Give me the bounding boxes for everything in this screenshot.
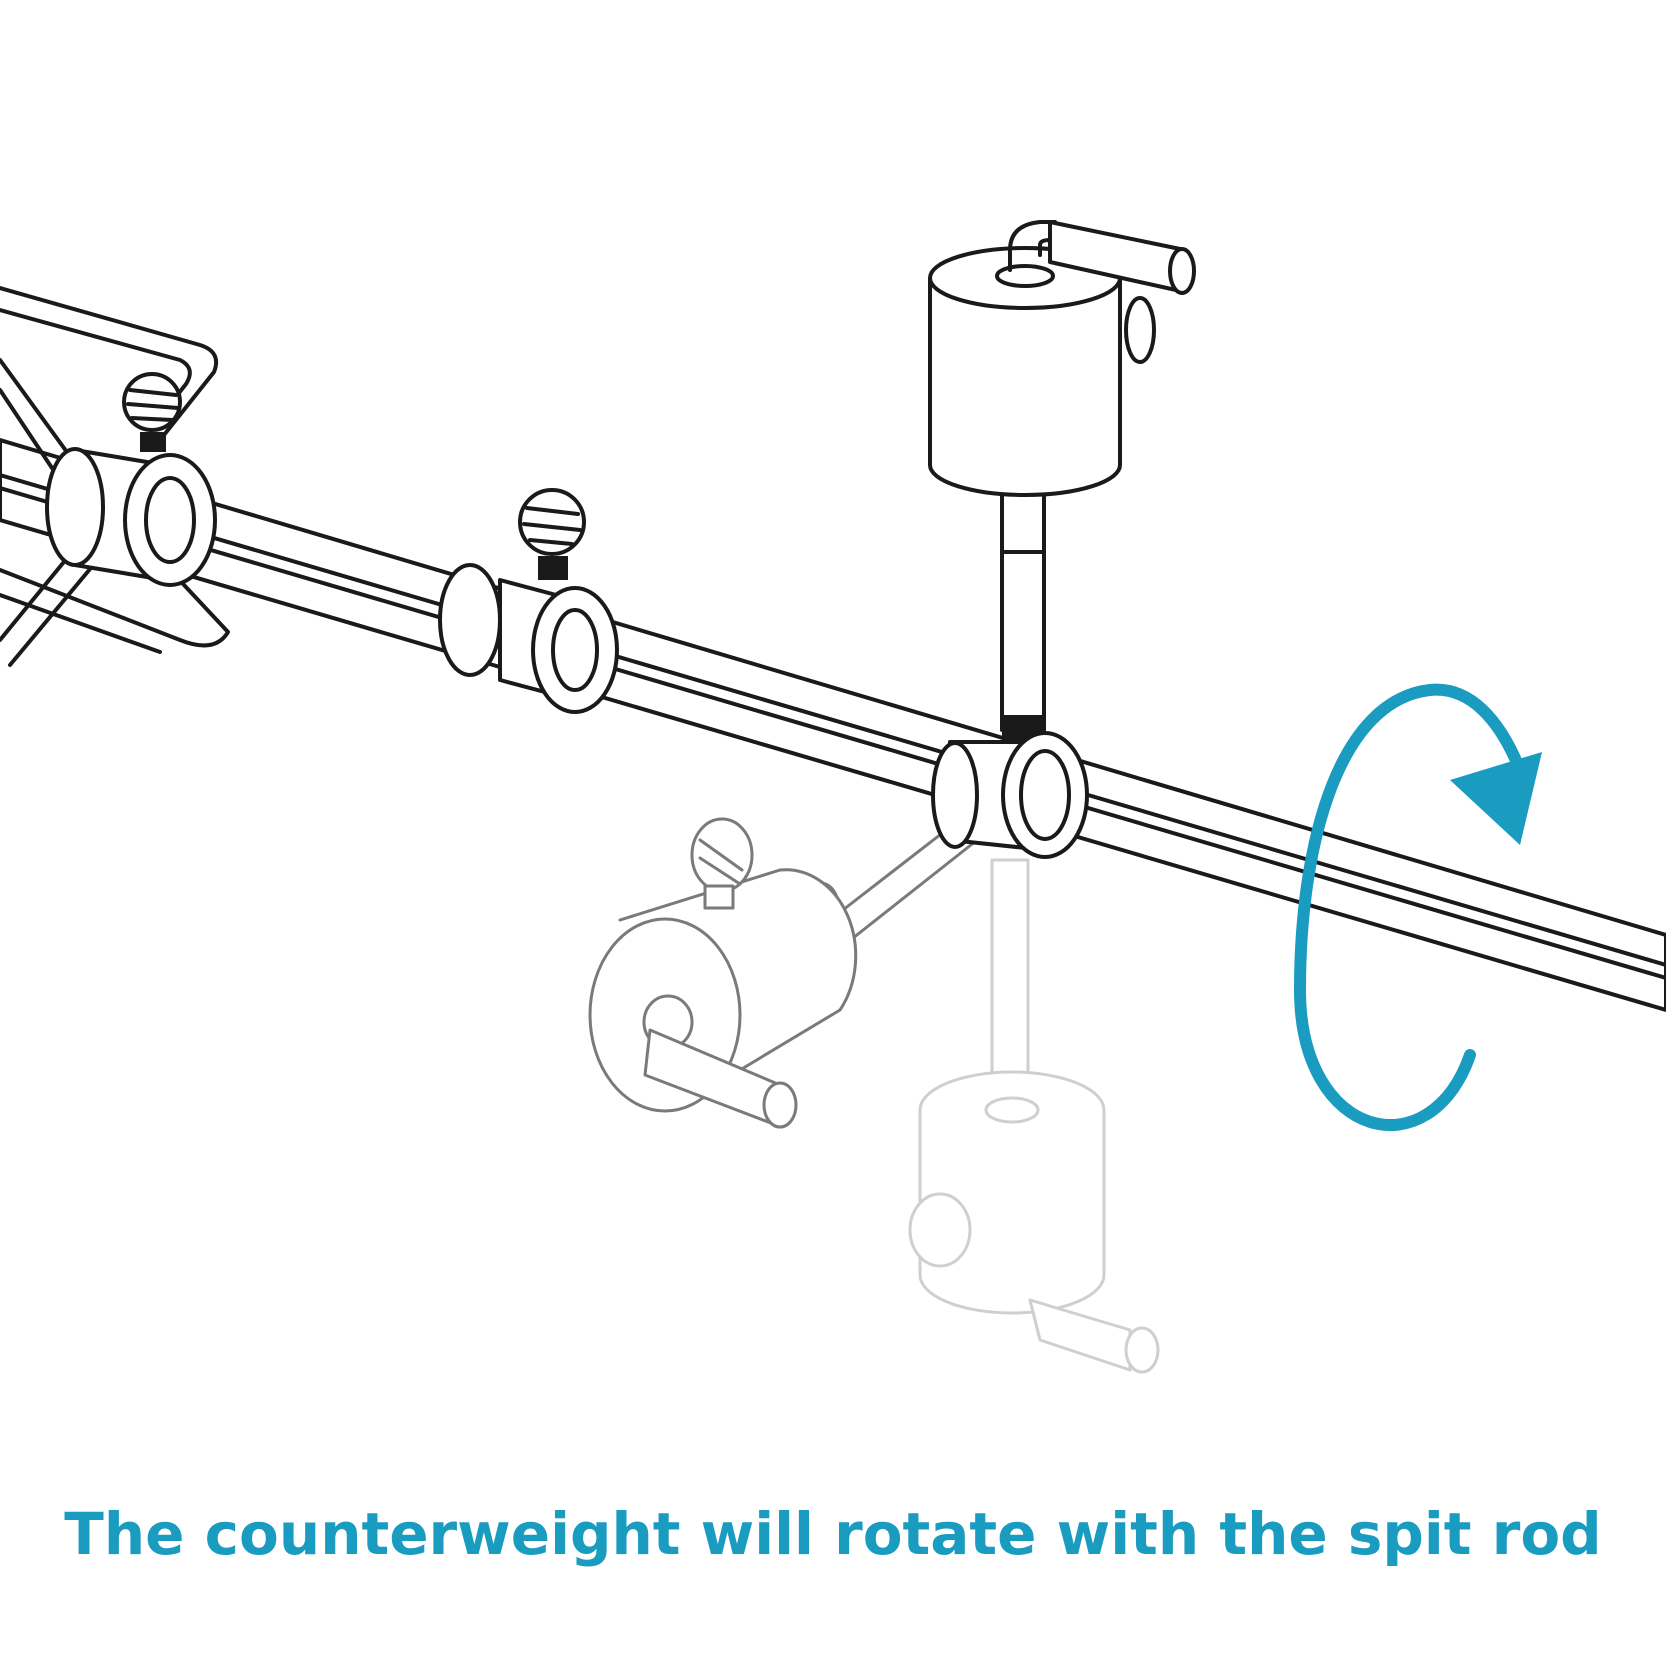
counterweight <box>928 220 1196 743</box>
caption: The counterweight will rotate with the s… <box>64 1500 1602 1568</box>
left-fork-collar <box>45 372 217 587</box>
rotisserie-counterweight-diagram <box>0 220 1666 1374</box>
spit-rod <box>0 438 1666 1012</box>
ghost-counterweight-side <box>588 798 1002 1129</box>
ghost-counterweight-down <box>908 858 1160 1374</box>
middle-collar <box>438 488 619 714</box>
counterweight-collar <box>931 731 1089 859</box>
rotation-arrow-icon <box>1293 683 1542 1131</box>
